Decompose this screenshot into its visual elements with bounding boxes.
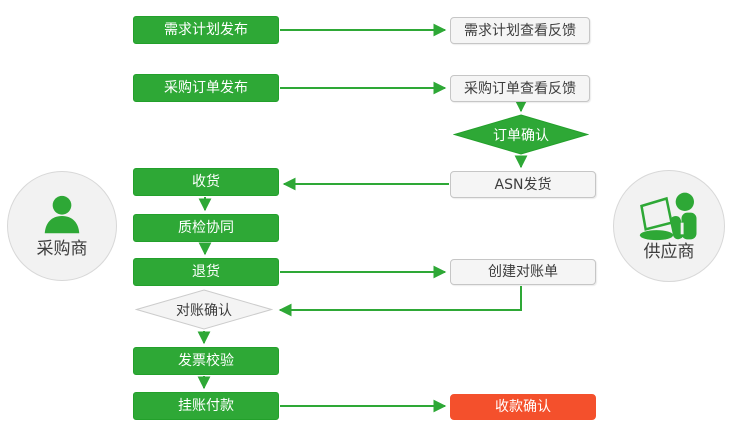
node-po-publish: 采购订单发布 — [133, 74, 279, 102]
node-label: 创建对账单 — [488, 264, 558, 280]
node-demand-plan-publish: 需求计划发布 — [133, 16, 279, 44]
node-label: 对账确认 — [176, 302, 232, 319]
diamond-shape — [453, 114, 589, 155]
node-label: 退货 — [192, 264, 220, 280]
node-payment-receipt-confirm: 收款确认 — [450, 394, 596, 420]
node-label: 挂账付款 — [178, 398, 234, 414]
diamond-shape — [135, 289, 273, 330]
node-label: 订单确认 — [493, 127, 549, 144]
node-label: ASN发货 — [494, 176, 552, 193]
node-label: 需求计划查看反馈 — [464, 22, 576, 39]
node-statement-confirm: 对账确认 — [135, 289, 273, 330]
node-invoice-verify: 发票校验 — [133, 347, 279, 375]
node-label: 采购订单查看反馈 — [464, 80, 576, 97]
node-receive: 收货 — [133, 168, 279, 196]
person-laptop-icon — [639, 192, 697, 241]
node-label: 收货 — [192, 174, 220, 190]
node-demand-plan-feedback: 需求计划查看反馈 — [450, 17, 590, 44]
node-label: 发票校验 — [178, 353, 234, 369]
node-quality-check: 质检协同 — [133, 214, 279, 242]
node-payment-on-account: 挂账付款 — [133, 392, 279, 420]
arrow-statement-to-reconcile — [278, 286, 522, 317]
actor-label: 采购商 — [36, 239, 88, 259]
node-po-feedback: 采购订单查看反馈 — [450, 75, 590, 102]
node-label: 质检协同 — [178, 220, 234, 236]
buyer-actor: 采购商 — [7, 171, 117, 281]
node-label: 收款确认 — [495, 399, 551, 415]
node-order-confirm: 订单确认 — [453, 114, 589, 155]
node-label: 采购订单发布 — [164, 80, 248, 96]
node-create-statement: 创建对账单 — [450, 259, 596, 285]
node-asn-ship: ASN发货 — [450, 171, 596, 198]
node-return-goods: 退货 — [133, 258, 279, 286]
actor-label: 供应商 — [643, 242, 695, 262]
supplier-actor: 供应商 — [613, 170, 725, 282]
node-label: 需求计划发布 — [164, 22, 248, 38]
person-icon — [44, 195, 80, 234]
